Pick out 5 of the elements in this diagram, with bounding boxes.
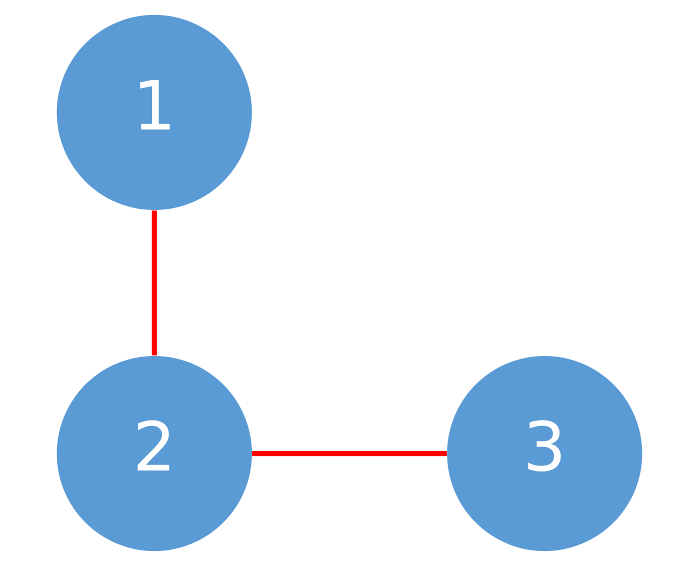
node-circle: 1 — [56, 14, 252, 210]
node-circle: 2 — [56, 356, 252, 552]
node-circle: 3 — [446, 356, 642, 552]
connector — [251, 451, 446, 456]
connector — [151, 210, 156, 356]
